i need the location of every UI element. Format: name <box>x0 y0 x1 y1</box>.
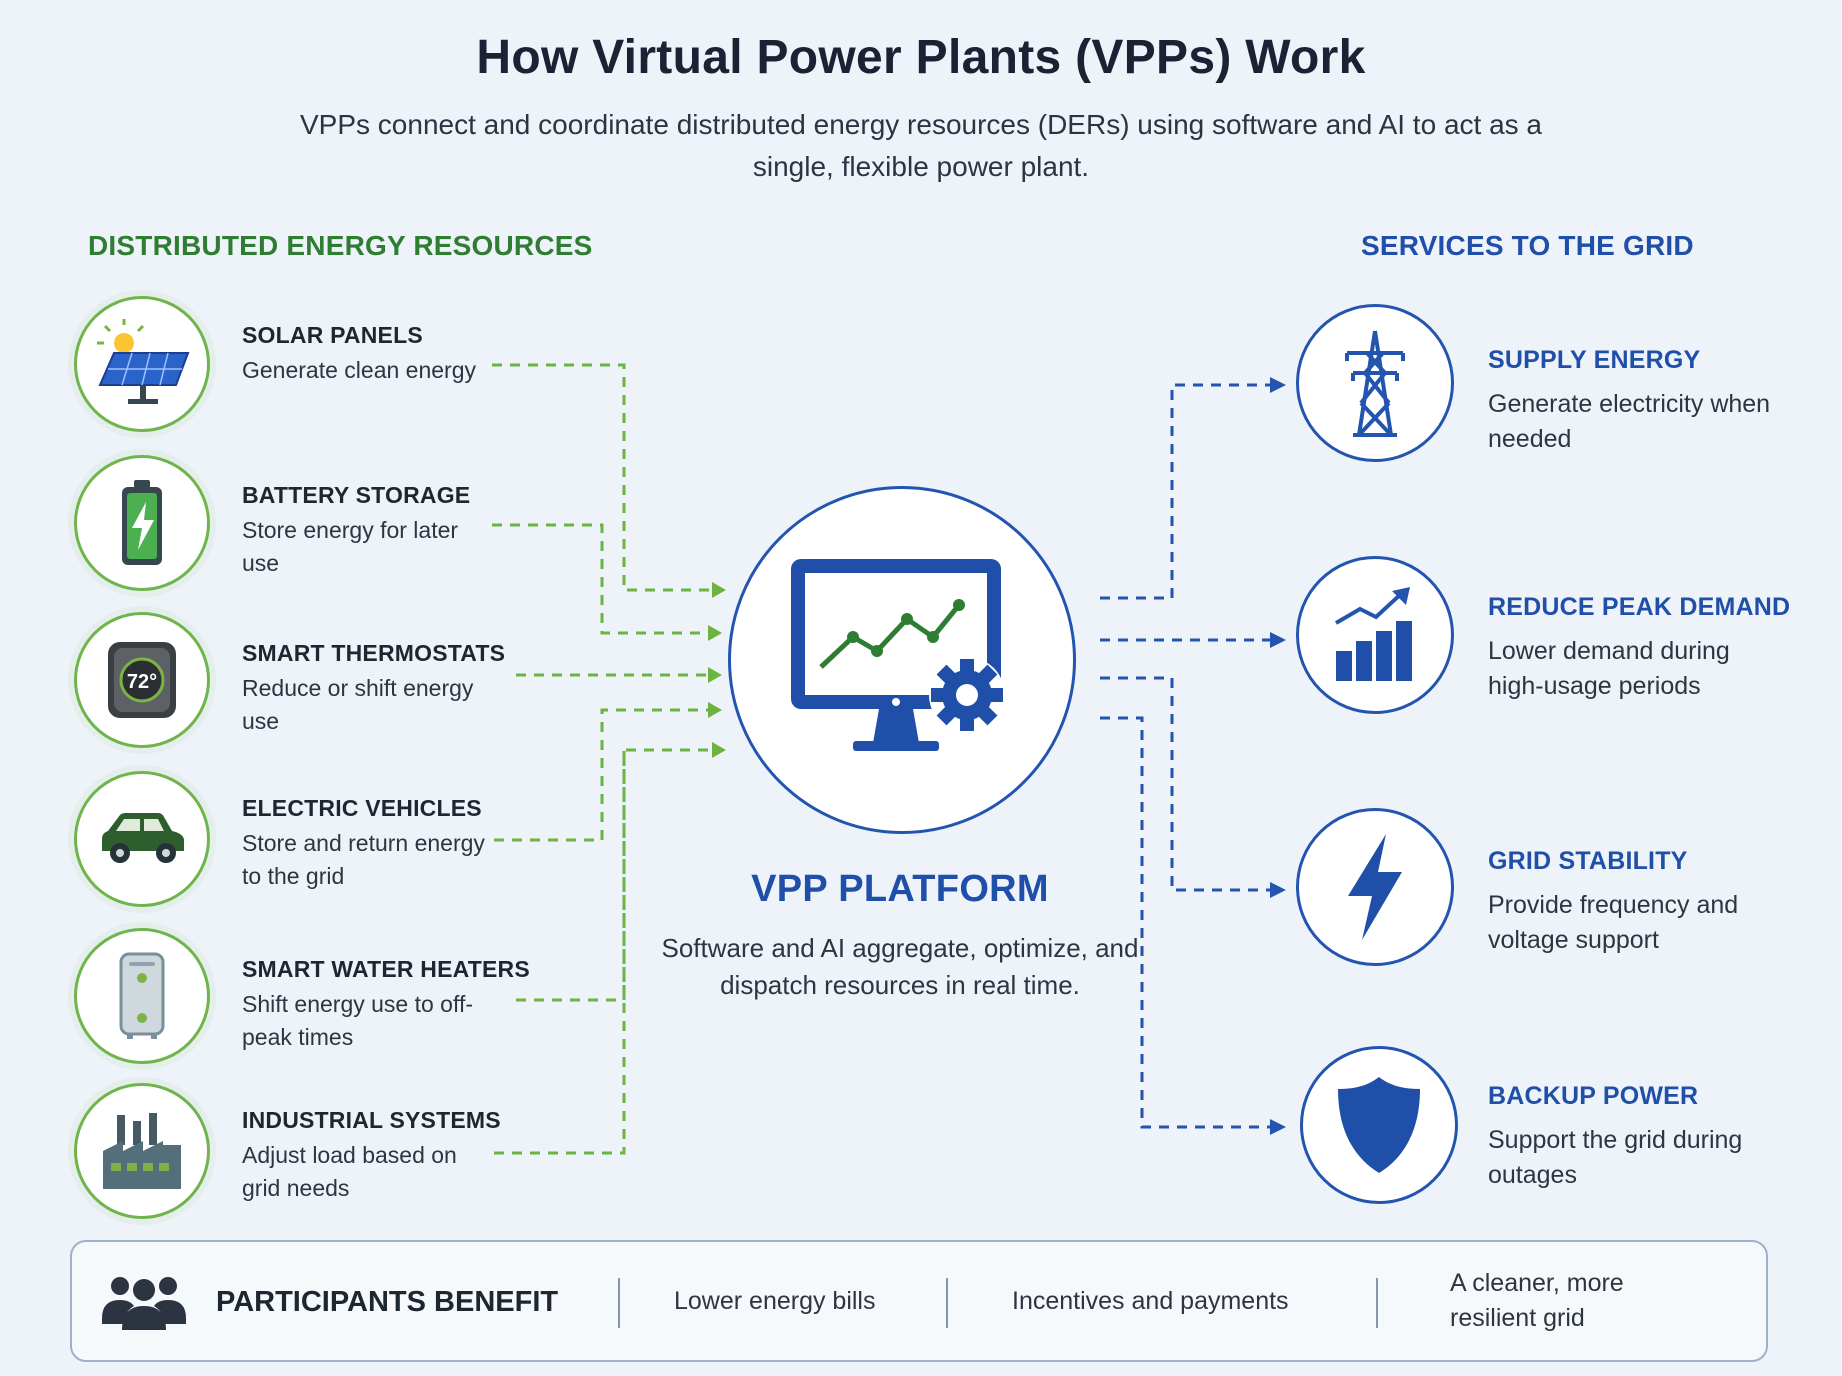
service-title-stability: GRID STABILITY <box>1488 847 1688 875</box>
arrowhead <box>712 582 726 598</box>
thermostat-icon: 72° <box>74 612 210 748</box>
service-desc-supply: Generate electricity when needed <box>1488 390 1771 453</box>
resource-desc-solar: Generate clean energy <box>242 357 476 383</box>
arrowhead <box>1270 377 1286 393</box>
page-subtitle: VPPs connect and coordinate distributed … <box>300 109 1542 182</box>
resource-title-industrial: INDUSTRIAL SYSTEMS <box>242 1107 501 1133</box>
resource-title-solar: SOLAR PANELS <box>242 322 423 348</box>
arrowhead <box>708 625 722 641</box>
arrowhead <box>708 667 722 683</box>
benefits-heading: PARTICIPANTS BENEFIT <box>216 1286 559 1318</box>
arrowhead <box>708 702 722 718</box>
benefit-divider <box>946 1278 948 1328</box>
vpp-platform-desc: Software and AI aggregate, optimize, and… <box>661 933 1139 1000</box>
shield-icon <box>1300 1046 1458 1204</box>
service-title-backup: BACKUP POWER <box>1488 1082 1699 1110</box>
resource-title-battery: BATTERY STORAGE <box>242 482 471 508</box>
bar-chart-trend-icon <box>1296 556 1454 714</box>
benefit-item-bills: Lower energy bills <box>674 1287 876 1315</box>
service-desc-backup: Support the grid during outages <box>1488 1126 1743 1189</box>
monitor-chart-gear-icon <box>791 559 1005 751</box>
benefit-divider <box>618 1278 620 1328</box>
benefit-item-incentives: Incentives and payments <box>1012 1287 1289 1315</box>
service-desc-peak: Lower demand during high-usage periods <box>1488 637 1730 700</box>
factory-icon <box>74 1083 210 1219</box>
arrowhead <box>712 742 726 758</box>
solar-panel-icon <box>74 296 210 432</box>
connector-industrial <box>494 750 626 1155</box>
connector-heater <box>516 748 712 1002</box>
connector-stability <box>1100 676 1270 892</box>
benefit-item-grid: A cleaner, more resilient grid <box>1450 1269 1624 1332</box>
people-group-icon <box>100 1272 188 1337</box>
resource-title-ev: ELECTRIC VEHICLES <box>242 795 482 821</box>
car-icon <box>74 771 210 907</box>
connector-backup <box>1100 716 1270 1129</box>
service-title-supply: SUPPLY ENERGY <box>1488 346 1701 374</box>
arrowhead <box>1270 882 1286 898</box>
water-heater-icon <box>74 928 210 1064</box>
connector-battery <box>492 523 708 635</box>
page-title: How Virtual Power Plants (VPPs) Work <box>476 31 1366 84</box>
service-title-peak: REDUCE PEAK DEMAND <box>1488 593 1791 621</box>
connector-supply <box>1100 383 1270 600</box>
resource-title-thermostat: SMART THERMOSTATS <box>242 640 506 666</box>
services-heading: SERVICES TO THE GRID <box>1361 230 1694 261</box>
thermostat-readout: 72° <box>127 671 157 693</box>
vpp-platform-title: VPP PLATFORM <box>751 868 1049 910</box>
resource-desc-industrial: Adjust load based on grid needs <box>242 1142 457 1201</box>
resource-desc-ev: Store and return energy to the grid <box>242 830 485 889</box>
lightning-icon <box>1296 808 1454 966</box>
resource-desc-thermostat: Reduce or shift energy use <box>242 675 474 734</box>
benefit-divider <box>1376 1278 1378 1328</box>
resource-desc-heater: Shift energy use to off-peak times <box>242 991 473 1050</box>
arrowhead <box>1270 1119 1286 1135</box>
resource-desc-battery: Store energy for later use <box>242 517 459 576</box>
arrowhead <box>1270 632 1286 648</box>
connector-ev <box>494 708 708 842</box>
power-tower-icon <box>1296 304 1454 462</box>
benefits-bar: PARTICIPANTS BENEFIT Lower energy bills … <box>70 1240 1768 1362</box>
resources-heading: DISTRIBUTED ENERGY RESOURCES <box>88 230 593 261</box>
resource-title-heater: SMART WATER HEATERS <box>242 956 530 982</box>
battery-icon <box>74 455 210 591</box>
vpp-platform-circle <box>728 486 1076 834</box>
connector-solar <box>492 363 712 592</box>
service-desc-stability: Provide frequency and voltage support <box>1488 891 1739 954</box>
